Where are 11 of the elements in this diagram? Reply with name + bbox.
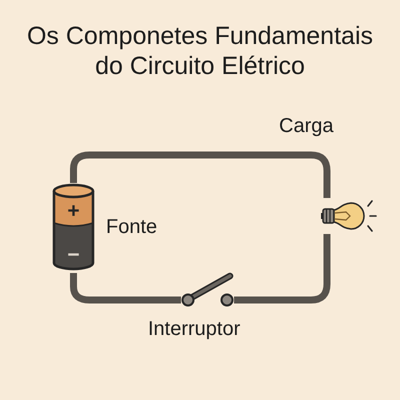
component-label: Carga (279, 115, 334, 137)
component-label: Fonte (106, 216, 158, 238)
wire (70, 152, 330, 198)
switch-symbol (181, 271, 234, 307)
wire (70, 273, 181, 304)
component-label: Interruptor (148, 318, 240, 340)
title: Os Componetes Fundamentais do Circuito Elétrico (26, 21, 374, 81)
polarity-sign: − (67, 244, 80, 266)
polarity-sign: + (67, 200, 80, 222)
wire (234, 234, 330, 304)
light-bulb-icon (320, 198, 378, 234)
